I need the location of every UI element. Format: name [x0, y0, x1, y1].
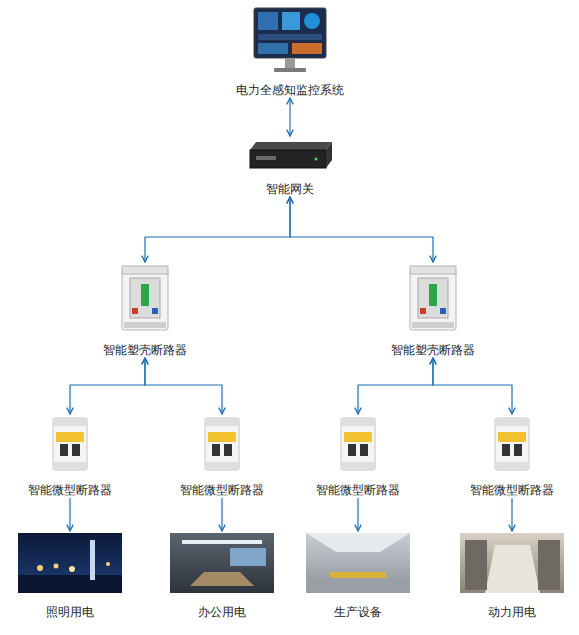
mcb-node: 智能微型断路器: [457, 414, 567, 498]
photo-machine: [330, 572, 386, 578]
monitor-stand: [285, 58, 295, 68]
monitor-base: [274, 68, 306, 72]
node-label: 智能微型断路器: [316, 482, 400, 498]
photo-floor: [306, 578, 410, 593]
connector-arrow: [357, 498, 358, 531]
power-room-photo: [460, 533, 564, 593]
node-label: 智能微型断路器: [470, 482, 554, 498]
mcb-node: 智能微型断路器: [167, 414, 277, 498]
node-label: 照明用电: [46, 604, 94, 620]
connector-arrow: [433, 358, 512, 414]
load-node: 生产设备: [303, 531, 413, 620]
connector-arrow: [69, 498, 70, 531]
gateway-top: [250, 142, 332, 150]
load-node: 照明用电: [15, 531, 125, 620]
mcb-illustration: [495, 418, 529, 470]
monitor-illustration: [254, 8, 326, 72]
node-label: 动力用电: [488, 604, 536, 620]
photo-light: [54, 564, 59, 569]
connector-arrow: [221, 498, 222, 531]
photo-ground: [18, 575, 122, 593]
mcb-illustration: [53, 418, 87, 470]
node-label: 智能微型断路器: [28, 482, 112, 498]
mcb-illustration: [205, 418, 239, 470]
connector-arrow: [289, 98, 290, 136]
photo-light: [69, 566, 75, 572]
office-photo: [170, 533, 274, 593]
lighting-photo: [18, 533, 122, 593]
mcb-node: 智能微型断路器: [303, 414, 413, 498]
node-label: 办公用电: [198, 604, 246, 620]
photo-background: [18, 533, 122, 593]
gateway-led: [315, 158, 318, 161]
photo-window: [230, 548, 266, 566]
factory-photo: [306, 533, 410, 593]
node-label: 智能塑壳断路器: [103, 342, 187, 358]
connector-arrow: [511, 498, 512, 531]
monitor-screen: [254, 8, 326, 58]
smart-gateway: 智能网关: [230, 136, 350, 197]
monitoring-system: 电力全感知监控系统: [205, 4, 375, 98]
node-label: 智能网关: [266, 181, 314, 197]
node-label: 智能微型断路器: [180, 482, 264, 498]
photo-ceiling-light: [182, 540, 262, 544]
screen-panel: [258, 34, 322, 40]
photo-background: [460, 533, 564, 593]
photo-background: [306, 533, 410, 593]
load-node: 动力用电: [457, 531, 567, 620]
connector-arrow: [145, 197, 290, 262]
load-node: 办公用电: [167, 531, 277, 620]
mccb-node: 智能塑壳断路器: [373, 262, 493, 358]
mcb-illustration: [341, 418, 375, 470]
connector-arrow: [290, 197, 433, 262]
mcb-node: 智能微型断路器: [15, 414, 125, 498]
photo-light: [106, 562, 110, 566]
photo-light: [37, 565, 43, 571]
photo-table: [190, 572, 254, 586]
node-label: 电力全感知监控系统: [236, 82, 344, 98]
connector-arrow: [358, 358, 433, 414]
connector-arrow: [145, 358, 222, 414]
node-label: 生产设备: [334, 604, 382, 620]
photo-roof: [306, 533, 410, 552]
node-label: 智能塑壳断路器: [391, 342, 475, 358]
gateway-label: [256, 156, 276, 160]
gateway-front: [250, 150, 326, 168]
photo-cabinet: [538, 540, 560, 590]
gateway-illustration: [250, 142, 332, 168]
screen-panel: [292, 43, 322, 54]
screen-panel: [258, 43, 288, 54]
screen-panel: [258, 12, 278, 30]
photo-pillar: [90, 540, 95, 580]
photo-corridor: [485, 545, 540, 593]
mccb-node: 智能塑壳断路器: [85, 262, 205, 358]
mccb-illustration: [410, 266, 456, 330]
photo-background: [170, 533, 274, 593]
connector-arrow: [70, 358, 145, 414]
mccb-illustration: [122, 266, 168, 330]
photo-cabinet: [465, 540, 487, 590]
screen-gauge: [304, 13, 320, 29]
screen-panel: [282, 12, 300, 30]
gateway-side: [326, 142, 332, 168]
